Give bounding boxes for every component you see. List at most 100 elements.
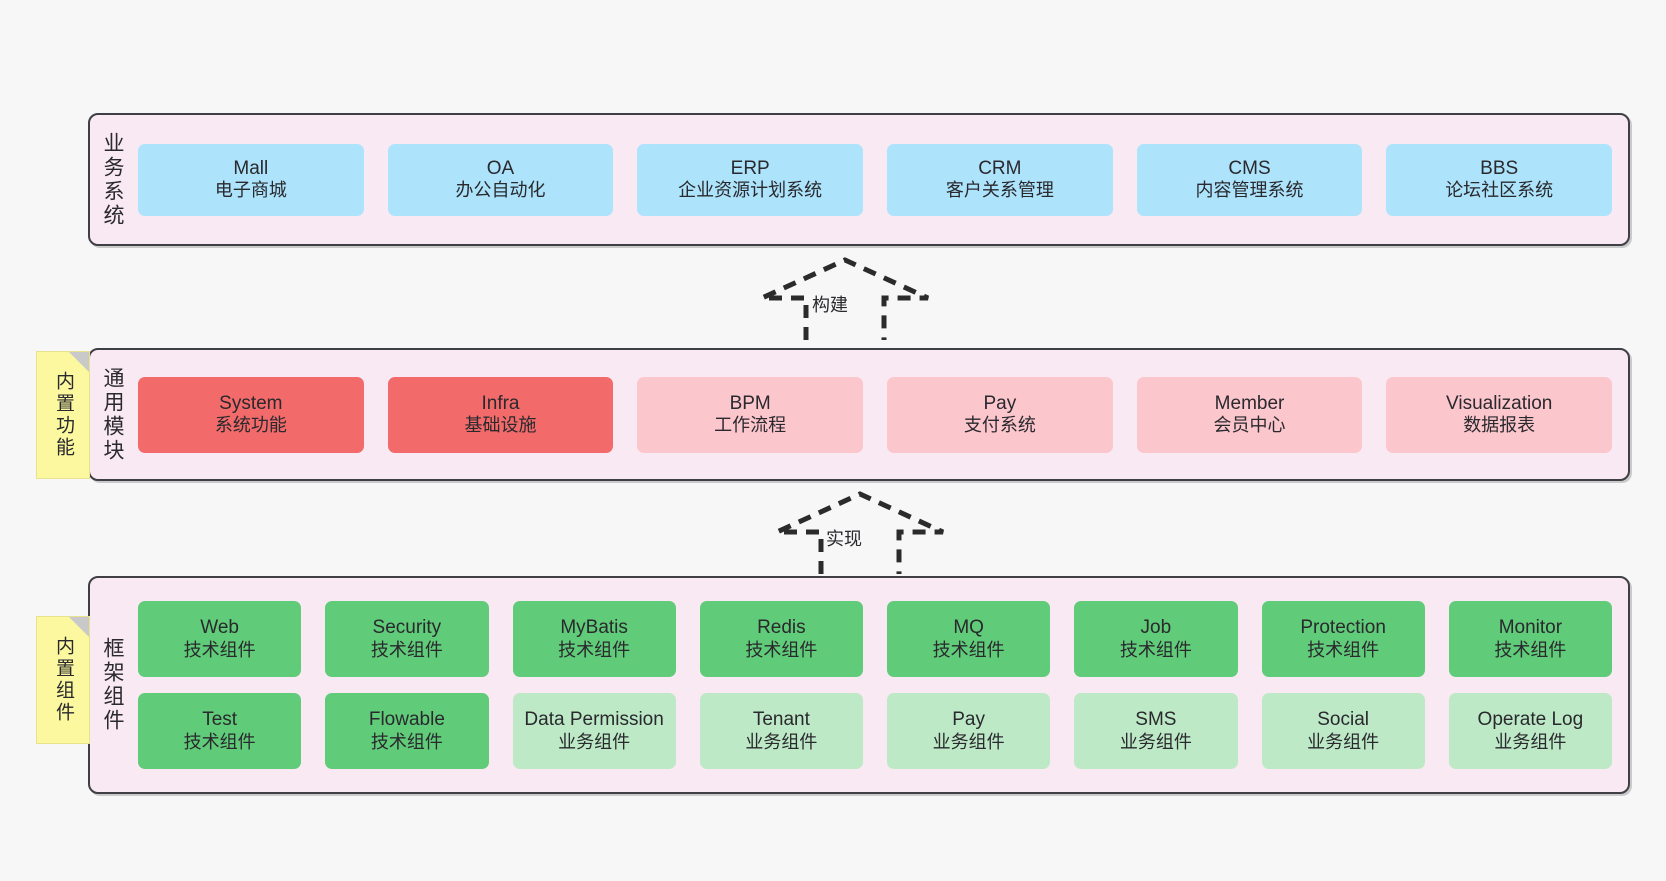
card-pay-component-cn: 业务组件 <box>932 731 1005 752</box>
card-bbs-cn: 论坛社区系统 <box>1445 180 1554 201</box>
card-data-permission[interactable]: Data Permission 业务组件 <box>512 693 676 769</box>
layer-modules-body: System 系统功能 Infra 基础设施 BPM 工作流程 Pay 支付系统… <box>134 350 1628 479</box>
card-tenant-en: Tenant <box>752 709 810 731</box>
note-fold-icon <box>69 617 89 637</box>
card-mybatis[interactable]: MyBatis 技术组件 <box>512 601 676 677</box>
note-builtin-functions: 内置功能 <box>36 351 90 479</box>
card-mall[interactable]: Mall 电子商城 <box>138 143 364 216</box>
framework-row-tech: Web 技术组件 Security 技术组件 MyBatis 技术组件 Redi… <box>138 601 1612 677</box>
card-cms[interactable]: CMS 内容管理系统 <box>1136 143 1363 216</box>
card-data-permission-en: Data Permission <box>524 709 664 731</box>
card-mq-en: MQ <box>953 617 984 639</box>
card-test-en: Test <box>202 709 238 731</box>
card-sms[interactable]: SMS 业务组件 <box>1074 693 1238 769</box>
card-mall-en: Mall <box>233 157 269 179</box>
card-visualization-cn: 数据报表 <box>1463 415 1536 436</box>
connector-build-label: 构建 <box>812 295 848 315</box>
card-cms-cn: 内容管理系统 <box>1195 180 1304 201</box>
card-erp-en: ERP <box>730 157 770 179</box>
card-web-cn: 技术组件 <box>183 639 256 660</box>
card-social[interactable]: Social 业务组件 <box>1261 693 1425 769</box>
card-infra[interactable]: Infra 基础设施 <box>387 376 614 453</box>
note-builtin-functions-label: 内置功能 <box>52 371 74 459</box>
card-redis-cn: 技术组件 <box>745 639 818 660</box>
card-crm[interactable]: CRM 客户关系管理 <box>887 143 1113 216</box>
card-oa-cn: 办公自动化 <box>455 180 546 201</box>
card-sms-cn: 业务组件 <box>1119 731 1192 752</box>
layer-business-title: 业务系统 <box>101 131 125 228</box>
card-bpm[interactable]: BPM 工作流程 <box>637 376 864 453</box>
card-mq-cn: 技术组件 <box>932 639 1005 660</box>
card-operate-log-cn: 业务组件 <box>1494 731 1567 752</box>
card-bbs-en: BBS <box>1480 157 1519 179</box>
card-job-cn: 技术组件 <box>1119 639 1192 660</box>
card-security[interactable]: Security 技术组件 <box>325 601 489 677</box>
card-crm-cn: 客户关系管理 <box>945 180 1054 201</box>
card-redis[interactable]: Redis 技术组件 <box>699 601 863 677</box>
card-job[interactable]: Job 技术组件 <box>1074 601 1238 677</box>
connector-implement-arrow <box>775 491 945 574</box>
card-system-en: System <box>219 392 283 414</box>
card-erp-cn: 企业资源计划系统 <box>678 180 823 201</box>
card-oa-en: OA <box>486 157 515 179</box>
card-pay-component-en: Pay <box>952 709 985 731</box>
card-social-cn: 业务组件 <box>1307 731 1380 752</box>
layer-common-modules[interactable]: 通用模块 System 系统功能 Infra 基础设施 BPM 工作流程 Pay… <box>88 348 1630 481</box>
card-security-en: Security <box>372 617 442 639</box>
card-test-cn: 技术组件 <box>183 731 256 752</box>
card-operate-log[interactable]: Operate Log 业务组件 <box>1448 693 1612 769</box>
card-system-cn: 系统功能 <box>214 415 287 436</box>
card-erp[interactable]: ERP 企业资源计划系统 <box>637 143 864 216</box>
card-mybatis-en: MyBatis <box>560 617 628 639</box>
connector-implement-label: 实现 <box>826 529 862 549</box>
business-row: Mall 电子商城 OA 办公自动化 ERP 企业资源计划系统 CRM 客户关系… <box>138 143 1613 216</box>
note-builtin-components-label: 内置组件 <box>52 636 74 724</box>
card-mall-cn: 电子商城 <box>214 180 287 201</box>
card-monitor[interactable]: Monitor 技术组件 <box>1448 601 1612 677</box>
layer-framework-components[interactable]: 框架组件 Web 技术组件 Security 技术组件 MyBatis 技术组件… <box>88 576 1630 794</box>
card-crm-en: CRM <box>978 157 1022 179</box>
card-data-permission-cn: 业务组件 <box>558 731 631 752</box>
card-pay-component[interactable]: Pay 业务组件 <box>887 693 1051 769</box>
card-protection-cn: 技术组件 <box>1307 639 1380 660</box>
layer-framework-body: Web 技术组件 Security 技术组件 MyBatis 技术组件 Redi… <box>134 578 1628 792</box>
card-web-en: Web <box>200 617 239 639</box>
card-member-en: Member <box>1214 392 1285 414</box>
card-tenant[interactable]: Tenant 业务组件 <box>699 693 863 769</box>
note-builtin-components: 内置组件 <box>36 616 90 744</box>
card-web[interactable]: Web 技术组件 <box>138 601 302 677</box>
card-infra-en: Infra <box>481 392 520 414</box>
card-pay-module-en: Pay <box>983 392 1017 414</box>
layer-modules-title: 通用模块 <box>101 366 125 463</box>
card-pay-module[interactable]: Pay 支付系统 <box>887 376 1113 453</box>
note-fold-icon <box>69 352 89 372</box>
card-tenant-cn: 业务组件 <box>745 731 818 752</box>
card-mq[interactable]: MQ 技术组件 <box>887 601 1051 677</box>
card-system[interactable]: System 系统功能 <box>138 376 364 453</box>
card-member[interactable]: Member 会员中心 <box>1136 376 1363 453</box>
card-visualization[interactable]: Visualization 数据报表 <box>1386 376 1613 453</box>
framework-row-business: Test 技术组件 Flowable 技术组件 Data Permission … <box>138 693 1612 769</box>
connector-build-arrow <box>760 257 930 340</box>
card-pay-module-cn: 支付系统 <box>963 415 1036 436</box>
card-protection-en: Protection <box>1300 617 1386 639</box>
layer-business-body: Mall 电子商城 OA 办公自动化 ERP 企业资源计划系统 CRM 客户关系… <box>134 115 1628 244</box>
card-flowable[interactable]: Flowable 技术组件 <box>325 693 489 769</box>
card-flowable-en: Flowable <box>368 709 445 731</box>
card-visualization-en: Visualization <box>1446 392 1553 414</box>
card-monitor-en: Monitor <box>1498 617 1563 639</box>
card-flowable-cn: 技术组件 <box>370 731 443 752</box>
card-security-cn: 技术组件 <box>370 639 443 660</box>
card-bpm-cn: 工作流程 <box>714 415 787 436</box>
card-redis-en: Redis <box>757 617 806 639</box>
card-social-en: Social <box>1317 709 1369 731</box>
card-infra-cn: 基础设施 <box>464 415 537 436</box>
card-cms-en: CMS <box>1228 157 1271 179</box>
layer-business-systems[interactable]: 业务系统 Mall 电子商城 OA 办公自动化 ERP 企业资源计划系统 CRM… <box>88 113 1630 246</box>
modules-row: System 系统功能 Infra 基础设施 BPM 工作流程 Pay 支付系统… <box>138 376 1613 453</box>
card-bbs[interactable]: BBS 论坛社区系统 <box>1386 143 1613 216</box>
card-test[interactable]: Test 技术组件 <box>138 693 302 769</box>
card-protection[interactable]: Protection 技术组件 <box>1261 601 1425 677</box>
card-bpm-en: BPM <box>729 392 771 414</box>
card-oa[interactable]: OA 办公自动化 <box>387 143 614 216</box>
